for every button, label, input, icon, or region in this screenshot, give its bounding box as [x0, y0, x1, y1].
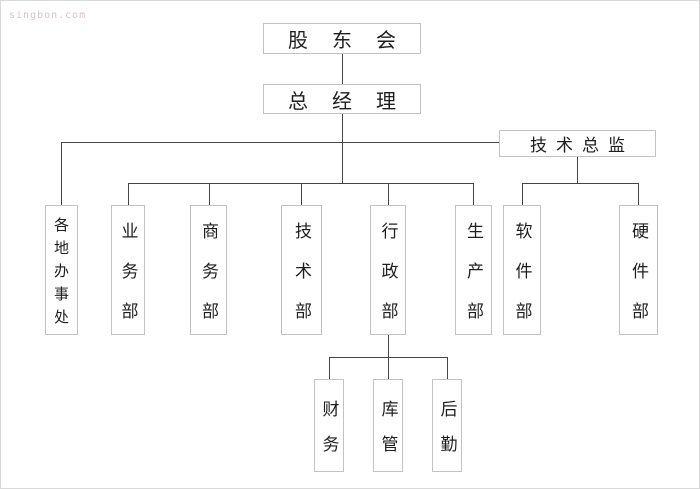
connector-line — [61, 142, 499, 143]
node-technology-dept: 技术部 — [281, 205, 322, 342]
node-general-manager: 总经理 — [263, 84, 421, 114]
node-warehouse: 库管 — [373, 379, 403, 472]
connector-line — [209, 183, 210, 205]
node-finance-label: 财务 — [318, 399, 339, 470]
node-commerce-dept-label: 商务部 — [198, 221, 218, 342]
node-logistics: 后勤 — [432, 379, 462, 472]
node-logistics-label: 后勤 — [436, 399, 457, 470]
connector-line — [473, 183, 474, 205]
node-admin-dept-label: 行政部 — [377, 221, 398, 342]
node-hardware-dept: 硬件部 — [619, 205, 658, 342]
node-general-manager-label: 总经理 — [288, 88, 420, 113]
connector-line — [301, 183, 302, 205]
connector-line — [522, 183, 639, 184]
node-regional-offices-label: 各地办事处 — [52, 216, 70, 332]
node-tech-director-label: 技术总监 — [530, 136, 634, 156]
connector-line — [522, 183, 523, 205]
connector-line — [61, 142, 62, 205]
node-business-dept: 业务部 — [111, 205, 145, 342]
node-admin-dept: 行政部 — [370, 205, 406, 342]
node-production-dept: 生产部 — [455, 205, 492, 342]
connector-line — [342, 114, 343, 183]
node-software-dept-label: 软件部 — [511, 221, 532, 342]
connector-line — [388, 335, 389, 357]
node-warehouse-label: 库管 — [377, 399, 398, 470]
connector-line — [388, 357, 389, 379]
watermark: singbon.com — [9, 10, 87, 21]
connector-line — [329, 357, 330, 379]
connector-line — [447, 357, 448, 379]
node-business-dept-label: 业务部 — [117, 221, 138, 342]
node-hardware-dept-label: 硬件部 — [628, 221, 648, 342]
node-shareholders: 股东会 — [263, 23, 421, 54]
connector-line — [388, 183, 389, 205]
node-software-dept: 软件部 — [503, 205, 541, 342]
node-commerce-dept: 商务部 — [190, 205, 227, 342]
connector-line — [128, 183, 129, 205]
node-shareholders-label: 股东会 — [288, 28, 420, 52]
node-regional-offices: 各地办事处 — [45, 205, 78, 335]
connector-line — [342, 54, 343, 84]
node-finance: 财务 — [314, 379, 344, 472]
connector-line — [638, 183, 639, 205]
node-technology-dept-label: 技术部 — [291, 221, 311, 342]
connector-line — [577, 157, 578, 183]
node-tech-director: 技术总监 — [499, 130, 656, 157]
node-production-dept-label: 生产部 — [463, 221, 483, 342]
